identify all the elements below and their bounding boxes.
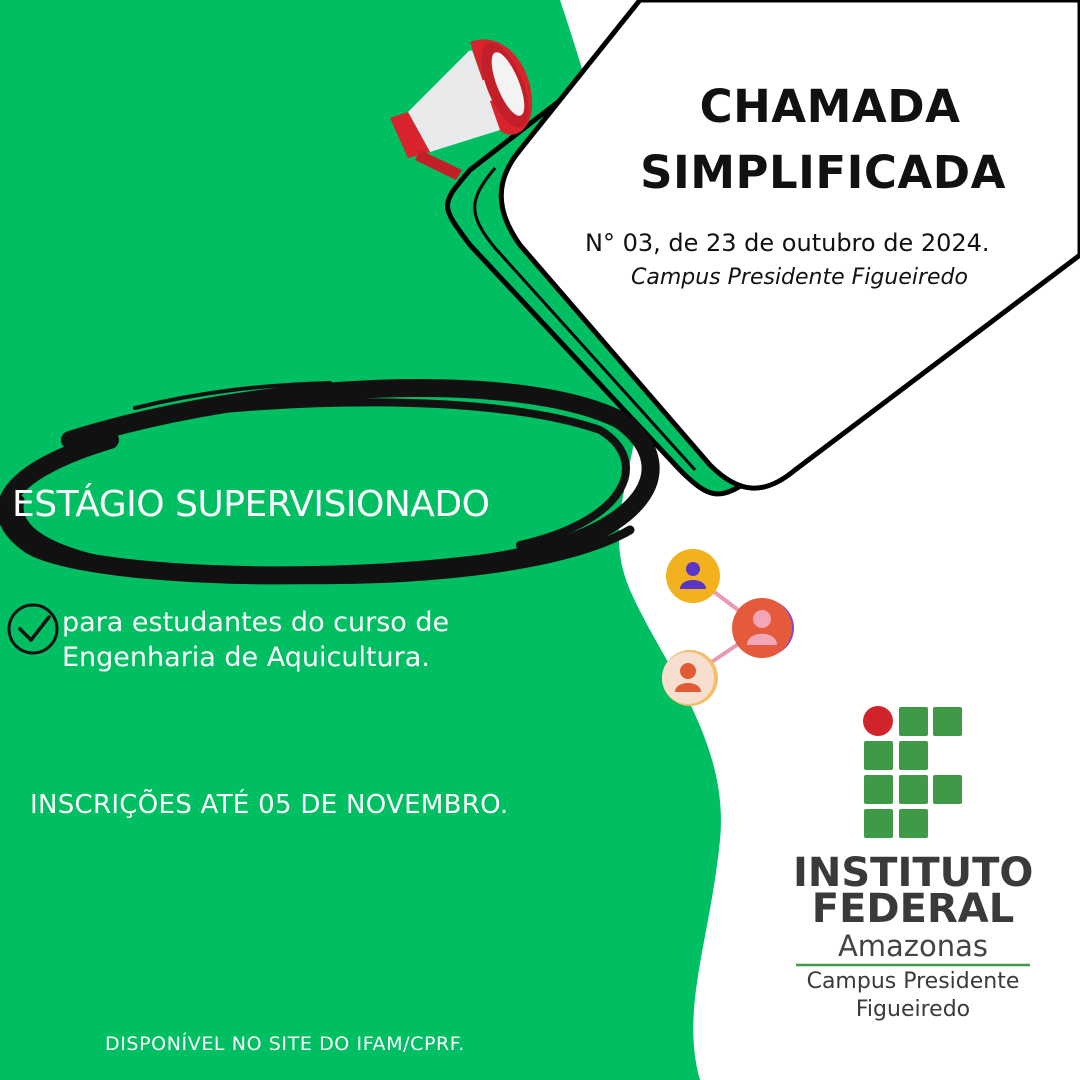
audience-line-2: Engenharia de Aquicultura.	[62, 642, 430, 673]
brush-circle	[0, 379, 660, 585]
logo-instituto: INSTITUTO	[793, 850, 1034, 896]
chamada-number: N° 03, de 23 de outubro de 2024.	[585, 229, 990, 257]
diamond-inner-line	[473, 167, 697, 472]
check-circle-icon	[7, 603, 59, 655]
title-line-2: SIMPLIFICADA	[640, 146, 1006, 199]
chamada-campus: Campus Presidente Figueiredo	[631, 265, 968, 290]
title-line-1: CHAMADA	[699, 80, 961, 133]
people-network-icon	[662, 549, 794, 706]
logo-federal: FEDERAL	[811, 886, 1015, 932]
logo-campus-line-1: Campus Presidente	[806, 969, 1020, 994]
front-diamond	[498, 0, 1080, 491]
audience-line-1: para estudantes do curso de	[62, 607, 450, 638]
megaphone-icon	[390, 39, 533, 180]
logo-amazonas: Amazonas	[837, 929, 989, 963]
headline-estagio: ESTÁGIO SUPERVISIONADO	[12, 484, 490, 525]
deadline-text: INSCRIÇÕES ATÉ 05 DE NOVEMBRO.	[30, 790, 509, 820]
if-logo-grid-icon	[863, 706, 962, 838]
footer-site-text: DISPONÍVEL NO SITE DO IFAM/CPRF.	[105, 1033, 465, 1055]
logo-campus-line-2: Figueiredo	[855, 997, 971, 1022]
